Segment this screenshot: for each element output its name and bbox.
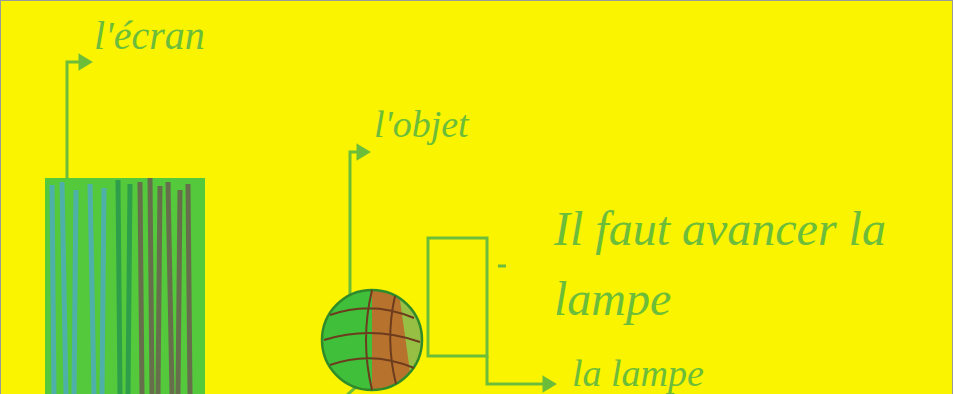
part-label: l'écran xyxy=(94,14,205,58)
leader-lines xyxy=(67,56,554,394)
part-label: l'objet xyxy=(374,104,469,146)
note-text: Il faut avancer la lampe xyxy=(554,194,899,333)
screen-drawing xyxy=(45,178,205,394)
part-label: la lampe xyxy=(572,354,704,392)
lamp-drawing xyxy=(428,238,506,356)
ball-drawing xyxy=(322,290,423,390)
